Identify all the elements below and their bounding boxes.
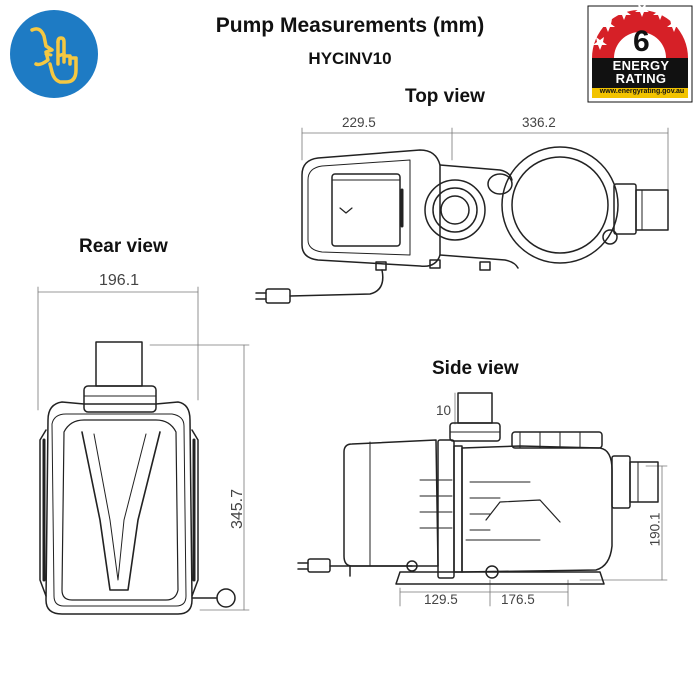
energy-stars-number: 6 [633,25,650,58]
side-dim-bottom-left: 129.5 [424,592,458,607]
top-dim-left: 229.5 [342,115,376,130]
side-dim-bottom-right: 176.5 [501,592,535,607]
energy-word: ENERGY [612,58,670,73]
top-view-label: Top view [405,86,485,107]
rating-word: RATING [615,71,667,86]
model-number: HYCINV10 [308,49,392,68]
side-view-label: Side view [432,358,519,379]
rear-dim-width: 196.1 [99,272,140,289]
energy-rating-graphic [587,4,693,103]
energy-rating-label [586,4,694,104]
top-dim-right: 336.2 [522,115,556,130]
page-title: Pump Measurements (mm) [215,14,485,37]
side-dim-small: 10 [436,403,452,418]
energy-url: www.energyrating.gov.au [599,88,685,95]
touch-hand-badge [10,10,98,98]
rear-view-label: Rear view [79,236,168,257]
top-view-drawing [255,127,669,304]
rear-view-drawing [37,286,250,615]
side-view-drawing [297,392,668,607]
touch-hand-icon [30,27,78,84]
